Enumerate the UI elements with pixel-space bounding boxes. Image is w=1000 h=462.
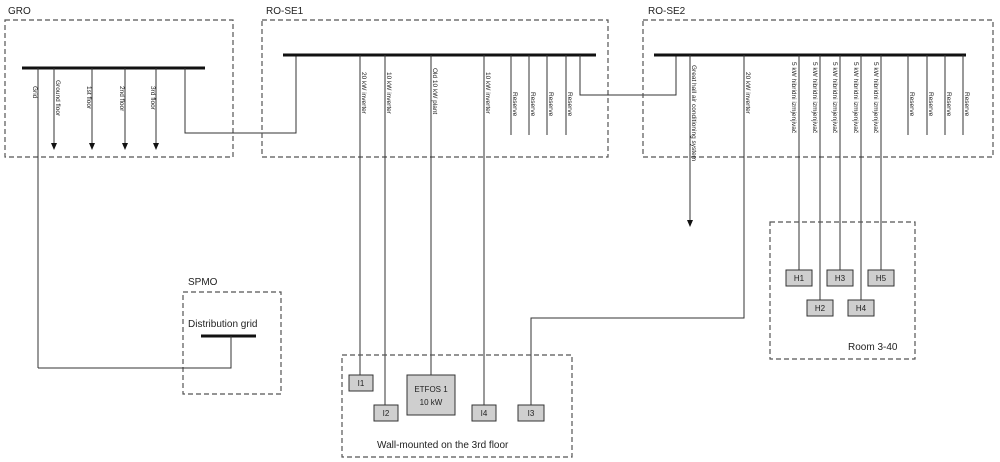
hybrid-inverter-h2: H2 [806, 299, 834, 317]
distribution-grid-label: Distribution grid [188, 319, 257, 330]
arrow-down-icon [687, 220, 693, 227]
spmo-panel [182, 291, 282, 395]
arrow-down-icon [122, 143, 128, 150]
svg-text:I1: I1 [358, 379, 365, 388]
rose1-title: RO-SE1 [266, 6, 304, 17]
rose2-feeder-label: Reserve [927, 92, 934, 117]
rose2-panel [642, 19, 994, 158]
rose2-feeder-label: Reserve [945, 92, 952, 117]
rose1-feeder-label: Reserve [547, 92, 554, 117]
rose1-feeder-label: Reserve [566, 92, 573, 117]
rose2-feeder-label: 20 kW inverter [744, 72, 751, 115]
rose1-feeder-label: 10 kW inverter [484, 72, 491, 115]
arrow-down-icon [89, 143, 95, 150]
wall-caption: Wall-mounted on the 3rd floor [377, 440, 509, 451]
hybrid-inverter-h4: H4 [847, 299, 875, 317]
svg-text:H2: H2 [815, 304, 826, 313]
inverter-i1: I1 [348, 374, 374, 392]
rose1-panel [261, 19, 609, 158]
rose2-feeder-label: 5 kW hibridni izmjenjivač [831, 62, 838, 134]
etfos-plant: ETFOS 1 10 kW [406, 374, 456, 416]
svg-text:H1: H1 [794, 274, 805, 283]
inverter-i2: I2 [373, 404, 399, 422]
arrow-down-icon [51, 143, 57, 150]
rose2-feeder-label: Reserve [963, 92, 970, 117]
gro-rose1-tie [184, 55, 297, 134]
rose2-feeder-i3 [530, 55, 745, 405]
rose1-feeder-label: 10 kW inverter [385, 72, 392, 115]
hybrid-inverter-h3: H3 [826, 269, 854, 287]
svg-text:I2: I2 [383, 409, 390, 418]
gro-panel [4, 19, 234, 158]
svg-text:10 kW: 10 kW [420, 398, 443, 407]
rose1-feeder-label: Reserve [511, 92, 518, 117]
room-caption: Room 3-40 [848, 342, 898, 353]
gro-feeder-label: 2nd floor [118, 86, 125, 112]
rose2-feeder-label: Great hall air conditioning system [690, 65, 697, 161]
arrow-down-icon [153, 143, 159, 150]
grid-connection [38, 336, 232, 369]
spmo-title: SPMO [188, 277, 218, 288]
gro-feeder-label: Grid [31, 86, 38, 99]
rose2-feeder-label: Reserve [908, 92, 915, 117]
wall-mounted-group [341, 354, 573, 458]
hybrid-inverter-h1: H1 [785, 269, 813, 287]
rose2-feeder-label: 5 kW hibridni izmjenjivač [852, 62, 859, 134]
svg-text:H4: H4 [856, 304, 867, 313]
rose1-rose2-tie [579, 55, 677, 96]
rose2-feeder-label: 5 kW hibridni izmjenjivač [872, 62, 879, 134]
inverter-i3: I3 [517, 404, 545, 422]
gro-feeder-label: 3rd floor [149, 86, 156, 111]
svg-text:ETFOS 1: ETFOS 1 [414, 385, 448, 394]
rose1-feeder-label: Reserve [529, 92, 536, 117]
gro-feeder-label: Ground floor [54, 80, 61, 117]
gro-feeder-label: 1st floor [85, 86, 92, 110]
rose1-feeder-label: 20 kW inverter [360, 72, 367, 115]
svg-text:H3: H3 [835, 274, 846, 283]
hybrid-inverter-h5: H5 [867, 269, 895, 287]
room-3-40-group [769, 221, 916, 360]
inverter-i4: I4 [471, 404, 497, 422]
rose2-feeder-label: 5 kW hibridni izmjenjivač [790, 62, 797, 134]
svg-text:I3: I3 [528, 409, 535, 418]
rose2-feeder-label: 5 kW hibridni izmjenjivač [811, 62, 818, 134]
svg-text:I4: I4 [481, 409, 488, 418]
rose1-feeder-label: Old 10 kW plant [431, 68, 438, 114]
svg-text:H5: H5 [876, 274, 887, 283]
rose2-title: RO-SE2 [648, 6, 686, 17]
gro-title: GRO [8, 6, 31, 17]
